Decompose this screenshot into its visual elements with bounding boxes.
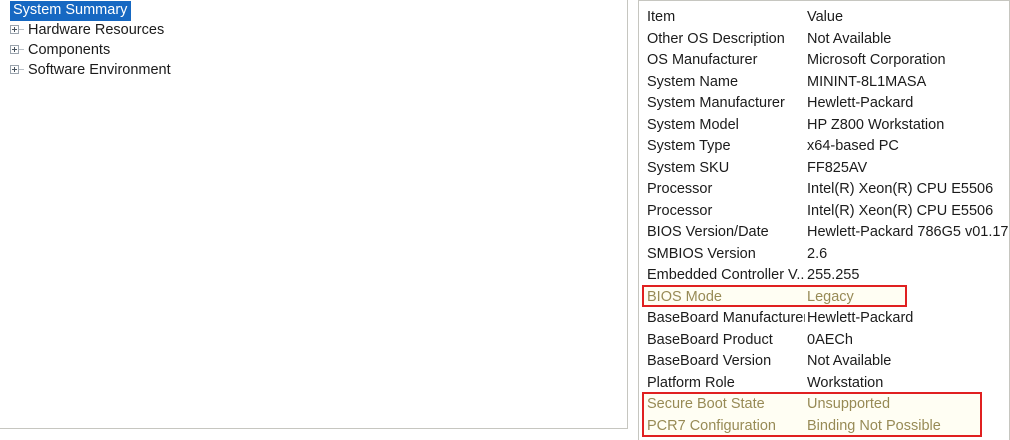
row-value: Not Available	[807, 353, 892, 369]
row-value: Not Available	[807, 30, 892, 47]
row-item-label: Processor	[647, 202, 713, 219]
row-item-label: BaseBoard Product	[647, 331, 773, 348]
table-row[interactable]: SMBIOS Version 2.6	[639, 244, 1009, 266]
tree-item-components-label: Components	[28, 42, 111, 58]
row-item-label: BaseBoard Manufacturer	[647, 310, 805, 326]
row-value: Legacy	[807, 288, 854, 305]
row-item-label: System Type	[647, 138, 731, 154]
tree-item-system-summary[interactable]: System Summary	[0, 0, 627, 21]
tree-item-hardware-resources[interactable]: Hardware Resources	[0, 20, 627, 40]
tree-item-system-summary-label: System Summary	[10, 1, 132, 21]
table-row[interactable]: System SKU FF825AV	[639, 158, 1009, 180]
table-row[interactable]: BaseBoard Version Not Available	[639, 351, 1009, 373]
expand-plus-icon[interactable]	[10, 25, 19, 34]
row-value: 255.255	[807, 267, 860, 283]
details-grid: Item Value Other OS Description Not Avai…	[639, 7, 1009, 437]
tree-item-components[interactable]: Components	[0, 40, 627, 60]
tree-item-hardware-resources-label: Hardware Resources	[28, 22, 165, 38]
row-value: Workstation	[807, 374, 884, 391]
table-row-bios-mode[interactable]: BIOS Mode Legacy	[639, 287, 1009, 309]
table-row[interactable]: BaseBoard Manufacturer Hewlett-Packard	[639, 308, 1009, 330]
expand-plus-icon[interactable]	[10, 65, 19, 74]
row-value: Hewlett-Packard 786G5 v01.17, 8/	[807, 224, 1010, 240]
table-row[interactable]: BIOS Version/Date Hewlett-Packard 786G5 …	[639, 222, 1009, 244]
row-item-label: BIOS Mode	[647, 288, 722, 305]
table-row[interactable]: System Model HP Z800 Workstation	[639, 115, 1009, 137]
table-row[interactable]: Processor Intel(R) Xeon(R) CPU E5506	[639, 179, 1009, 201]
system-information-tree[interactable]: System Summary Hardware Resources Compon…	[0, 0, 628, 429]
column-header-item: Item	[647, 9, 676, 25]
table-row[interactable]: System Type x64-based PC	[639, 136, 1009, 158]
row-item-label: System Model	[647, 116, 739, 133]
column-header-value: Value	[807, 9, 844, 25]
row-value: FF825AV	[807, 159, 868, 176]
row-item-label: Other OS Description	[647, 30, 785, 47]
row-value: x64-based PC	[807, 138, 899, 154]
row-value: 2.6	[807, 245, 828, 262]
row-item-label: Secure Boot State	[647, 396, 765, 412]
row-item-label: BaseBoard Version	[647, 353, 772, 369]
row-value: Intel(R) Xeon(R) CPU E5506	[807, 181, 994, 197]
table-row[interactable]: System Name MININT-8L1MASA	[639, 72, 1009, 94]
table-row-secure-boot-state[interactable]: Secure Boot State Unsupported	[639, 394, 1009, 416]
row-value: HP Z800 Workstation	[807, 116, 945, 133]
row-value: Microsoft Corporation	[807, 52, 946, 68]
row-value: MININT-8L1MASA	[807, 73, 927, 90]
row-item-label: System Manufacturer	[647, 95, 785, 111]
tree-item-software-environment[interactable]: Software Environment	[0, 60, 627, 80]
row-item-label: Embedded Controller V...	[647, 267, 805, 283]
tree-connector-line	[19, 29, 24, 30]
table-row[interactable]: Embedded Controller V... 255.255	[639, 265, 1009, 287]
table-row[interactable]: OS Manufacturer Microsoft Corporation	[639, 50, 1009, 72]
row-value: Intel(R) Xeon(R) CPU E5506	[807, 202, 994, 219]
row-item-label: SMBIOS Version	[647, 245, 756, 262]
table-row-pcr7-configuration[interactable]: PCR7 Configuration Binding Not Possible	[639, 416, 1009, 438]
row-item-label: Platform Role	[647, 374, 735, 391]
row-item-label: Processor	[647, 181, 713, 197]
row-item-label: OS Manufacturer	[647, 52, 758, 68]
table-row[interactable]: System Manufacturer Hewlett-Packard	[639, 93, 1009, 115]
row-value: 0AECh	[807, 331, 853, 348]
row-value: Binding Not Possible	[807, 417, 941, 434]
tree-item-software-environment-label: Software Environment	[28, 62, 171, 78]
row-value: Hewlett-Packard	[807, 95, 914, 111]
row-value: Unsupported	[807, 396, 891, 412]
expand-plus-icon[interactable]	[10, 45, 19, 54]
system-summary-details-panel[interactable]: Item Value Other OS Description Not Avai…	[638, 0, 1010, 440]
row-item-label: System SKU	[647, 159, 730, 176]
table-row[interactable]: BaseBoard Product 0AECh	[639, 330, 1009, 352]
table-row[interactable]: Platform Role Workstation	[639, 373, 1009, 395]
column-header-row: Item Value	[639, 7, 1009, 29]
table-row[interactable]: Processor Intel(R) Xeon(R) CPU E5506	[639, 201, 1009, 223]
row-value: Hewlett-Packard	[807, 310, 914, 326]
row-item-label: System Name	[647, 73, 739, 90]
row-item-label: BIOS Version/Date	[647, 224, 769, 240]
row-item-label: PCR7 Configuration	[647, 417, 776, 434]
tree-connector-line	[19, 49, 24, 50]
table-row[interactable]: Other OS Description Not Available	[639, 29, 1009, 51]
tree-connector-line	[19, 69, 24, 70]
